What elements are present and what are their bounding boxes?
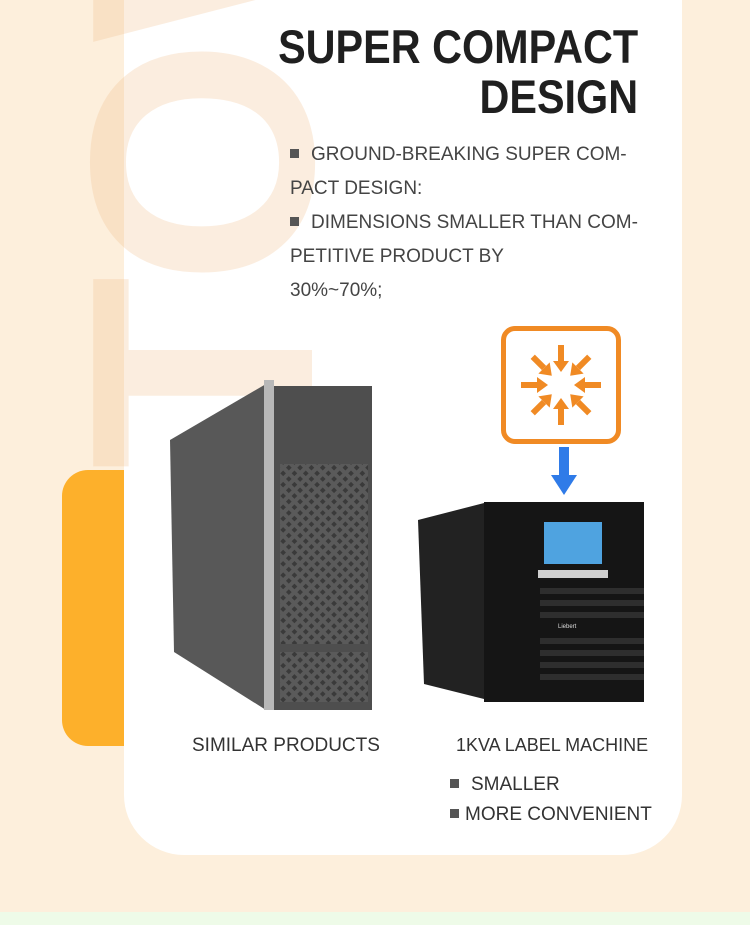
benefit-text: MORE CONVENIENT (465, 804, 652, 825)
arrow-down-icon (551, 447, 577, 502)
feature-text: DIMENSIONS SMALLER THAN COM- (311, 212, 638, 233)
feature-list: GROUND-BREAKING SUPER COM- PACT DESIGN: … (290, 138, 670, 308)
bullet-icon (450, 809, 459, 818)
feature-text: PACT DESIGN: (290, 178, 423, 199)
feature-item: GROUND-BREAKING SUPER COM- (290, 138, 670, 172)
bullet-icon (290, 217, 299, 226)
label-machine-label: 1KVA LABEL MACHINE (456, 735, 649, 755)
benefit-item: MORE CONVENIENT (450, 804, 652, 826)
feature-text: 30%~70%; (290, 280, 383, 301)
title-line-2: DESIGN (479, 70, 638, 123)
compress-arrows-icon (501, 326, 621, 444)
bullet-icon (450, 779, 459, 788)
ups-product-image: Liebert (418, 500, 646, 707)
bullet-icon (290, 149, 299, 158)
benefit-item: SMALLER (450, 774, 560, 796)
similar-products-label: SIMILAR PRODUCTS (192, 735, 380, 756)
bottom-strip (0, 912, 750, 925)
brand-logo: Liebert (558, 624, 577, 630)
title-line-1: SUPER COMPACT (277, 20, 638, 73)
feature-text: GROUND-BREAKING SUPER COM- (311, 144, 627, 165)
similar-product-image (170, 380, 375, 717)
feature-item: DIMENSIONS SMALLER THAN COM- (290, 206, 670, 240)
benefit-text: SMALLER (471, 774, 560, 795)
page-title: SUPER COMPACT DESIGN (278, 22, 638, 122)
feature-text: PETITIVE PRODUCT BY (290, 246, 504, 267)
